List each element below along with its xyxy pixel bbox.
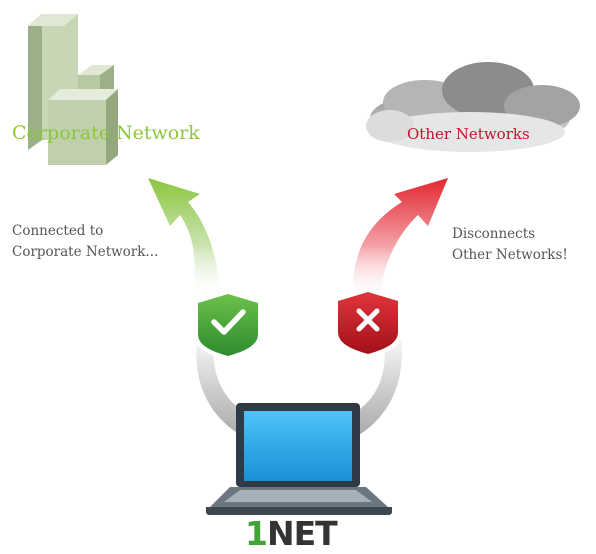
- caption-line: Disconnects: [452, 226, 536, 242]
- connection-arc-right: [350, 330, 402, 440]
- building-icon: [28, 14, 118, 165]
- caption-line: Connected to: [12, 223, 104, 239]
- cloud-icon: [366, 62, 580, 152]
- corporate-network-label: Corporate Network: [12, 122, 200, 144]
- other-networks-label: Other Networks: [407, 125, 530, 143]
- caption-line: Corporate Network...: [12, 244, 159, 260]
- red-arrow: [352, 178, 448, 300]
- brand-logo: 1NET: [245, 514, 338, 553]
- laptop-icon: [206, 403, 392, 515]
- green-arrow: [148, 178, 220, 300]
- connected-caption: Connected to Corporate Network...: [12, 221, 158, 263]
- caption-line: Other Networks!: [452, 247, 568, 263]
- brand-name: NET: [266, 514, 338, 553]
- brand-number: 1: [245, 514, 268, 553]
- disconnects-caption: Disconnects Other Networks!: [452, 224, 568, 266]
- x-shield-icon: [334, 288, 402, 358]
- check-shield-icon: [194, 290, 262, 360]
